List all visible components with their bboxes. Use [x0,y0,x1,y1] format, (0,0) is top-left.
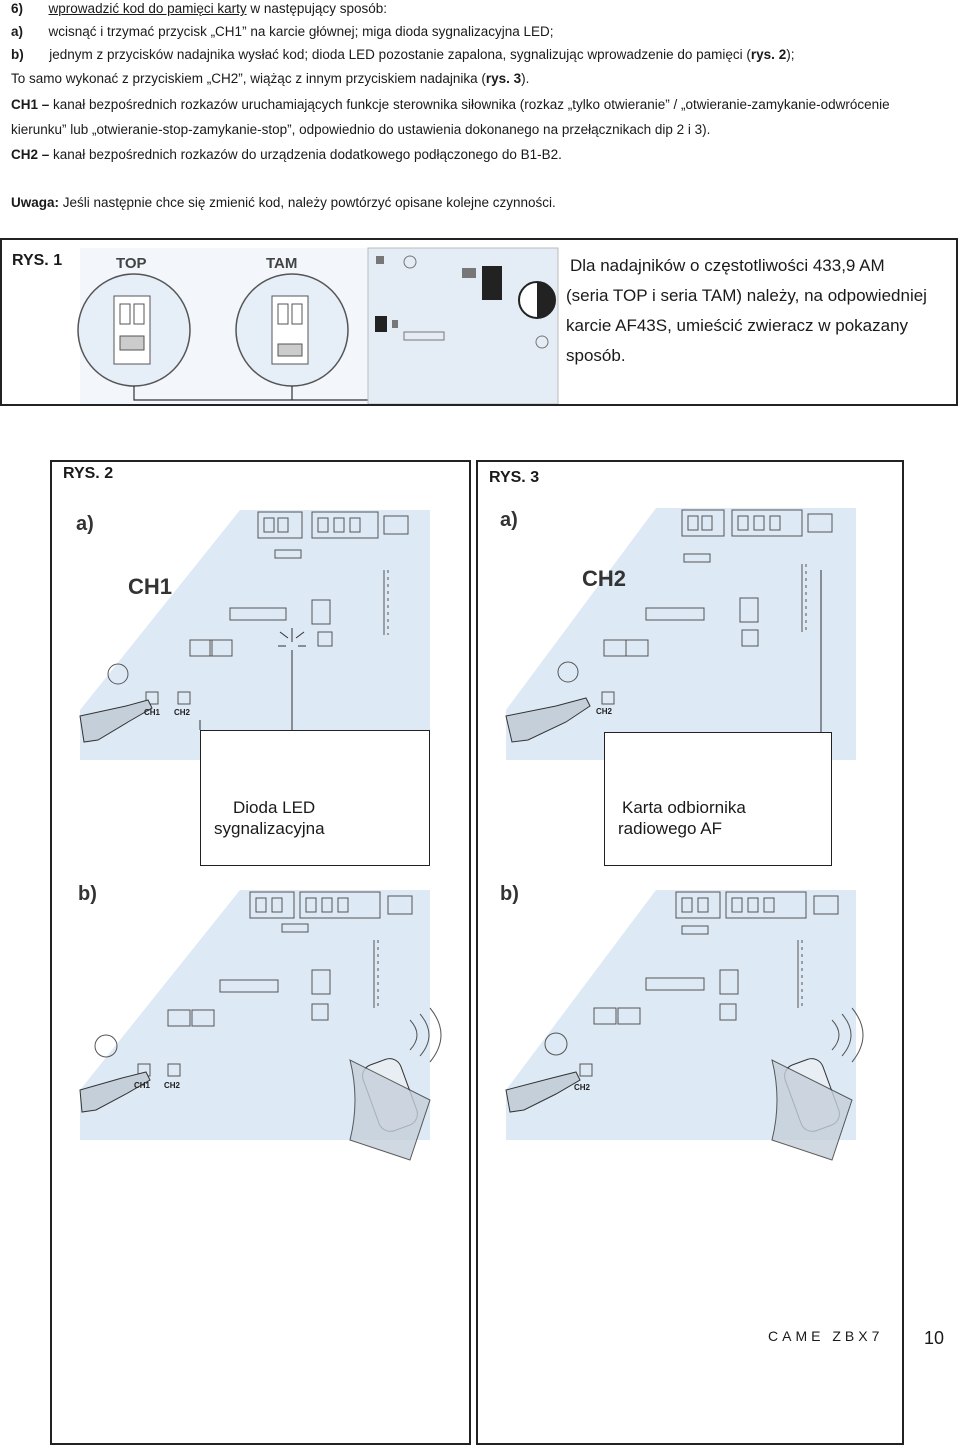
figure-2-callout-line-2: sygnalizacyjna [214,819,325,838]
figure-2-illustration: a) CH1 CH1 CH2 b) CH1 CH2 [76,510,442,1161]
ch1-line1: kanał bezpośrednich rozkazów uruchamiają… [49,97,890,112]
ch1-term: CH1 – [11,97,50,112]
instruction-a-marker: a) [11,24,24,39]
figure-2-callout-line-1: Dioda LED [233,798,316,817]
instruction-b: b) jednym z przycisków nadajnika wysłać … [11,46,794,64]
step-title: wprowadzić kod do pamięci karty [48,1,247,16]
note-text: Jeśli następnie chce się zmienić kod, na… [59,195,556,210]
figure-3-illustration: a) CH2 CH2 b) CH2 [500,508,864,1161]
note-label: Uwaga: [11,195,60,210]
footer-model: CAME ZBX7 [768,1328,884,1344]
ch2-term: CH2 – [11,147,50,162]
figure-1-label: RYS. 1 [12,252,63,269]
figure-2-a-btn-ch1: CH1 [144,708,161,717]
ch2-paragraph: CH2 – kanał bezpośrednich rozkazów do ur… [11,146,562,164]
ch1-paragraph-line1: CH1 – kanał bezpośrednich rozkazów uruch… [11,96,890,114]
figure-1-frame: RYS. 1 TOP TAM Dla nadajników o częstotl… [0,238,958,406]
note-paragraph: Uwaga: Jeśli następnie chce się zmienić … [11,194,556,212]
figure-1-desc-1: Dla nadajników o częstotliwości 433,9 AM [570,256,885,275]
figure-2-callout: Dioda LED sygnalizacyjna [200,730,430,866]
figure-3-callout-line-1: Karta odbiornika [622,798,746,817]
figure-2-label: RYS. 2 [63,465,114,482]
figure-2-a-btn-ch2: CH2 [174,708,191,717]
instruction-a-text: wcisnąć i trzymać przycisk „CH1” na karc… [48,24,554,39]
figure-2-b-btn-ch1: CH1 [134,1081,151,1090]
ch1-line2: kierunku” lub „otwieranie-stop-zamykanie… [11,122,711,137]
figure-3-part-b: b) [500,883,519,905]
ch1-paragraph-line2: kierunku” lub „otwieranie-stop-zamykanie… [11,121,710,139]
figure-1-desc-2: (seria TOP i seria TAM) należy, na odpow… [566,286,927,305]
figure-1-tam-label: TAM [266,255,297,272]
ch2-text: kanał bezpośrednich rozkazów do urządzen… [49,147,562,162]
figure-2-channel-label: CH1 [128,574,172,599]
same-text: To samo wykonać z przyciskiem „CH2”, wią… [11,71,486,86]
instruction-a: a) wcisnąć i trzymać przycisk „CH1” na k… [11,23,553,41]
figure-2-b-btn-ch2: CH2 [164,1081,181,1090]
figure-1-top-label: TOP [116,255,147,272]
step-title-rest: w następujący sposób: [246,1,387,16]
figure-1-desc-3: karcie AF43S, umieścić zwieracz w pokaza… [566,316,909,335]
instruction-b-after: ); [786,47,795,62]
same-ref: rys. 3 [485,71,522,86]
step-6-line: 6) wprowadzić kod do pamięci karty w nas… [11,0,387,18]
instruction-b-marker: b) [11,47,24,62]
figure-2-part-a: a) [76,513,94,535]
footer-page-number: 10 [924,1328,945,1348]
same-after: ). [521,71,530,86]
figure-3-b-btn-ch2: CH2 [574,1083,591,1092]
figure-3-part-a: a) [500,509,518,531]
figure-3-callout-line-2: radiowego AF [618,819,722,838]
figure-1-illustration: TOP TAM [77,247,559,404]
same-line: To samo wykonać z przyciskiem „CH2”, wią… [11,70,529,88]
instruction-b-ref: rys. [750,47,775,62]
figure-3-callout: Karta odbiornika radiowego AF [604,732,832,866]
figure-3-a-btn-ch2: CH2 [596,707,613,716]
instruction-b-ref-num: 2 [774,47,787,62]
figure-2-part-b: b) [78,883,97,905]
figure-2: RYS. 2 [50,460,471,1445]
instruction-b-text: jednym z przycisków nadajnika wysłać kod… [49,47,751,62]
figure-1-desc-4: sposób. [566,346,626,365]
figure-3-label: RYS. 3 [489,469,540,486]
step-marker: 6) [11,1,24,16]
figure-3-channel-label: CH2 [582,566,626,591]
figure-3: RYS. 3 [476,460,904,1445]
